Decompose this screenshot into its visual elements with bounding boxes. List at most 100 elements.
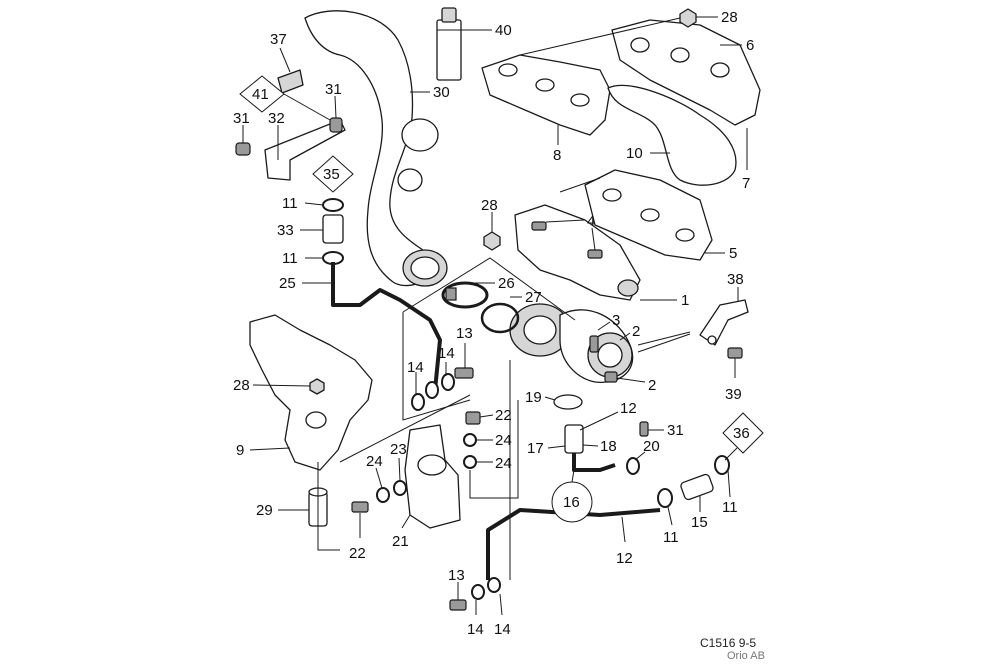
callout-5: 5 [705,245,737,262]
label-31-a: 31 [325,81,342,98]
callout-13a: 13 [456,325,473,368]
callout-9: 9 [236,442,291,459]
label-15: 15 [691,514,708,531]
return-fitting [564,421,649,475]
assembly-lines [317,177,691,580]
label-40: 40 [495,22,512,39]
label-32: 32 [268,110,285,127]
label-9: 9 [236,442,244,459]
label-8: 8 [553,147,561,164]
callout-24c: 24 [366,453,383,489]
callout-11b: 11 [282,250,323,267]
label-21: 21 [392,533,409,550]
small-hose [322,214,344,244]
label-10: 10 [626,145,643,162]
callout-8: 8 [553,125,561,164]
callout-labels: 37 31 41 31 32 35 11 33 11 25 30 [233,9,764,638]
label-28-b: 28 [481,197,498,214]
callout-7: 7 [742,128,750,192]
callout-12a: 12 [579,400,637,431]
callout-28b: 28 [481,197,498,232]
label-19: 19 [525,389,542,406]
label-24-b: 24 [495,455,512,472]
label-23: 23 [390,441,407,458]
sealant-tube [436,7,462,81]
callout-21: 21 [392,514,411,550]
callout-11a: 11 [282,195,324,212]
label-39: 39 [725,386,742,403]
label-30: 30 [433,84,450,101]
callout-31c: 31 [648,422,684,439]
label-3: 3 [612,312,620,329]
label-18: 18 [600,438,617,455]
o-ring [480,302,520,334]
exhaust-gasket-lower [584,169,713,261]
callout-23: 23 [390,441,407,482]
label-13-b: 13 [448,567,465,584]
label-2-b: 2 [648,377,656,394]
bolt-left [235,142,251,156]
callout-28a: 28 [519,9,738,56]
return-pipe [486,508,661,580]
label-41: 41 [252,86,269,103]
callout-14b: 14 [407,359,424,394]
label-22-a: 22 [495,407,512,424]
label-38: 38 [727,271,744,288]
label-14-c: 14 [467,621,484,638]
callout-12b: 12 [616,516,633,567]
nut-upper [483,231,501,251]
washers [411,373,455,411]
callout-39: 39 [725,358,742,403]
label-5: 5 [729,245,737,262]
callout-31b: 31 [233,110,250,143]
label-13-a: 13 [456,325,473,342]
callout-36: 36 [722,412,764,461]
label-25: 25 [279,275,296,292]
label-24-c: 24 [366,453,383,470]
callout-15: 15 [691,496,708,531]
callout-28c: 28 [233,377,311,394]
label-4: 4 [587,213,595,230]
label-31-b: 31 [233,110,250,127]
callout-20: 20 [634,438,660,461]
label-31-c: 31 [667,422,684,439]
callout-27: 27 [510,289,542,306]
callout-18: 18 [582,438,617,455]
label-29: 29 [256,502,273,519]
callout-6: 6 [720,37,754,54]
callout-13b: 13 [448,567,465,600]
hose-clamp [441,281,489,309]
label-24-a: 24 [495,432,512,449]
callout-14a: 14 [438,345,455,376]
callout-3: 3 [597,312,620,331]
label-35: 35 [323,166,340,183]
callout-2b: 2 [616,377,656,394]
callout-41: 41 [239,75,331,121]
return-hose [657,455,730,508]
label-6: 6 [746,37,754,54]
label-2-a: 2 [632,323,640,340]
bolt-upper [329,117,343,133]
callout-32: 32 [268,110,285,160]
gasket-small [553,394,583,410]
label-1: 1 [681,292,689,309]
callout-40: 40 [461,22,512,39]
callout-14c: 14 [467,600,484,638]
callout-24b: 24 [476,455,512,472]
heat-shield [607,84,737,186]
callout-10: 10 [626,145,670,162]
brand-name: Orio AB [727,650,765,662]
grommet [277,69,304,94]
diagram-code: C1516 9-5 [700,636,757,650]
callout-19: 19 [525,389,556,406]
callout-31: 31 [325,81,342,119]
label-12-a: 12 [620,400,637,417]
label-14-b: 14 [407,359,424,376]
label-11-b: 11 [282,250,298,267]
label-12-b: 12 [616,550,633,567]
turbo-studs [589,335,618,383]
callout-4: 4 [545,213,596,251]
callout-22b: 22 [349,513,366,562]
lower-heat-shield [249,314,373,471]
callout-33: 33 [277,222,323,239]
